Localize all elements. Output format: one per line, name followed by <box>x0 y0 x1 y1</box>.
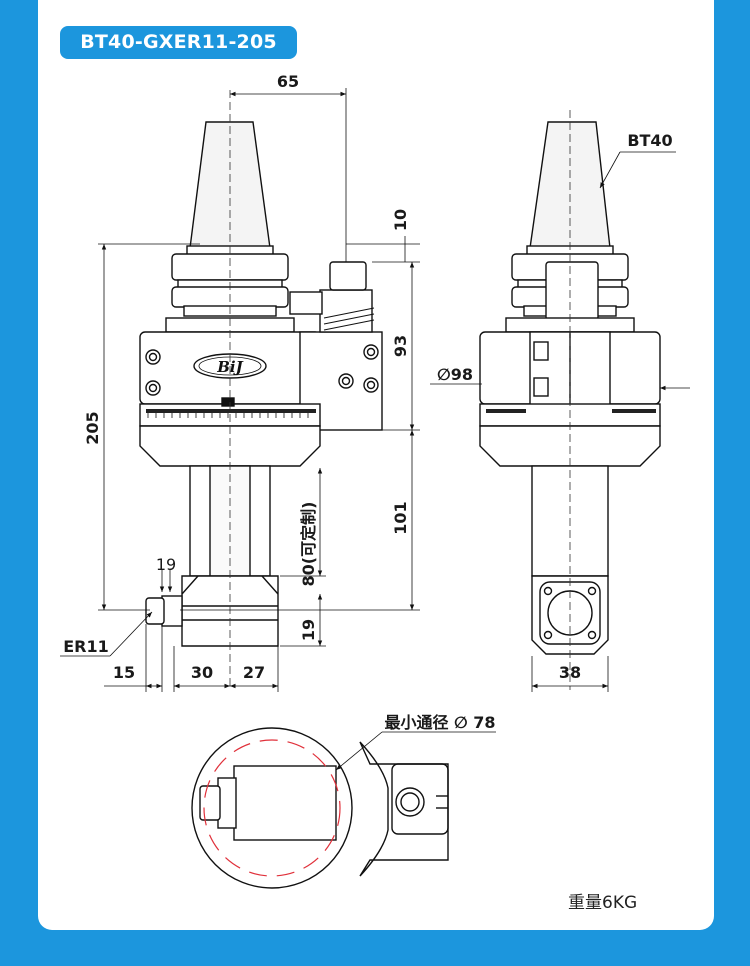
dim-27: 27 <box>243 663 265 682</box>
min-bore-label: 最小通径 ∅ 78 <box>384 713 495 732</box>
side-dimension-lines <box>430 151 690 692</box>
dim-30: 30 <box>191 663 213 682</box>
er11-label: ER11 <box>63 637 109 656</box>
dim-15: 15 <box>113 663 135 682</box>
diameter-98-label: ∅98 <box>437 365 473 384</box>
min-bore-circle <box>203 739 341 877</box>
top-view <box>191 727 449 889</box>
front-dimension-lines <box>60 88 420 692</box>
top-dimension-lines <box>335 731 496 771</box>
bt40-label: BT40 <box>627 131 672 150</box>
dim-38: 38 <box>559 663 581 682</box>
dim-205: 205 <box>83 411 102 444</box>
dim-65: 65 <box>277 72 299 91</box>
weight-label: 重量6KG <box>568 893 638 913</box>
dim-10: 10 <box>391 209 410 231</box>
dim-19-left: 19 <box>156 555 176 574</box>
model-title-badge: BT40-GXER11-205 <box>60 26 297 59</box>
dim-80-customizable: 80(可定制) <box>299 502 318 587</box>
dim-93: 93 <box>391 335 410 357</box>
dim-19-right: 19 <box>299 619 318 641</box>
dim-101: 101 <box>391 501 410 534</box>
